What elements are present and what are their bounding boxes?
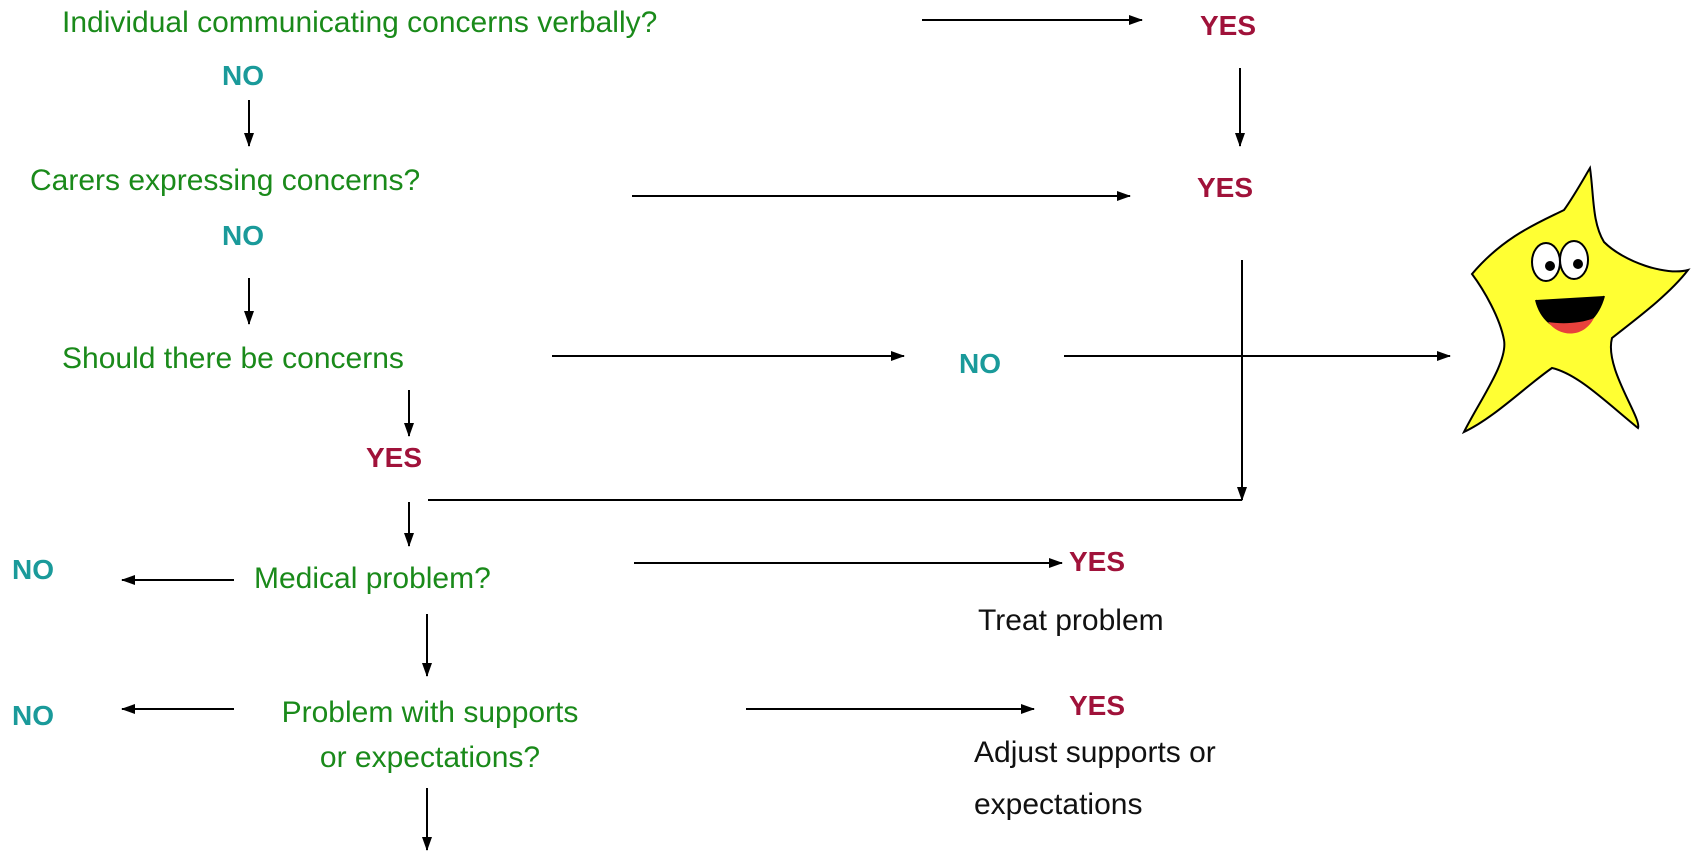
action-adjust-supports-line2: expectations: [974, 788, 1143, 821]
answer-yes-2: YES: [1197, 172, 1254, 203]
question-carers-expressing: Carers expressing concerns?: [30, 164, 421, 197]
answer-yes-5: YES: [1069, 690, 1126, 721]
smiling-star-icon: [1461, 165, 1691, 435]
answer-no-2: NO: [222, 220, 264, 251]
question-supports-expectations-line1: Problem with supports: [281, 696, 579, 729]
action-treat-problem: Treat problem: [978, 604, 1164, 637]
question-supports-expectations-line2: or expectations?: [319, 741, 541, 774]
answer-no-5: NO: [12, 700, 54, 731]
answer-no-1: NO: [222, 60, 264, 91]
answer-no-4: NO: [12, 554, 54, 585]
answer-yes-1: YES: [1200, 10, 1257, 41]
action-adjust-supports-line1: Adjust supports or: [974, 736, 1216, 769]
answer-no-3: NO: [959, 348, 1001, 379]
answer-yes-3: YES: [366, 442, 423, 473]
answer-yes-4: YES: [1069, 546, 1126, 577]
question-should-there-be-concerns: Should there be concerns: [62, 342, 404, 375]
question-communicating-verbally: Individual communicating concerns verbal…: [62, 6, 658, 39]
question-medical-problem: Medical problem?: [254, 562, 491, 595]
